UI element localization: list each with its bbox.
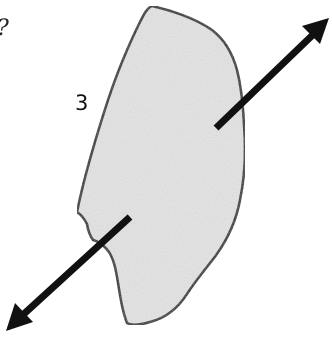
question-mark-text: ? bbox=[0, 16, 9, 41]
irregular-shape bbox=[77, 6, 245, 325]
lower-arrow bbox=[6, 217, 130, 331]
shape-number-label: 3 bbox=[75, 91, 88, 115]
